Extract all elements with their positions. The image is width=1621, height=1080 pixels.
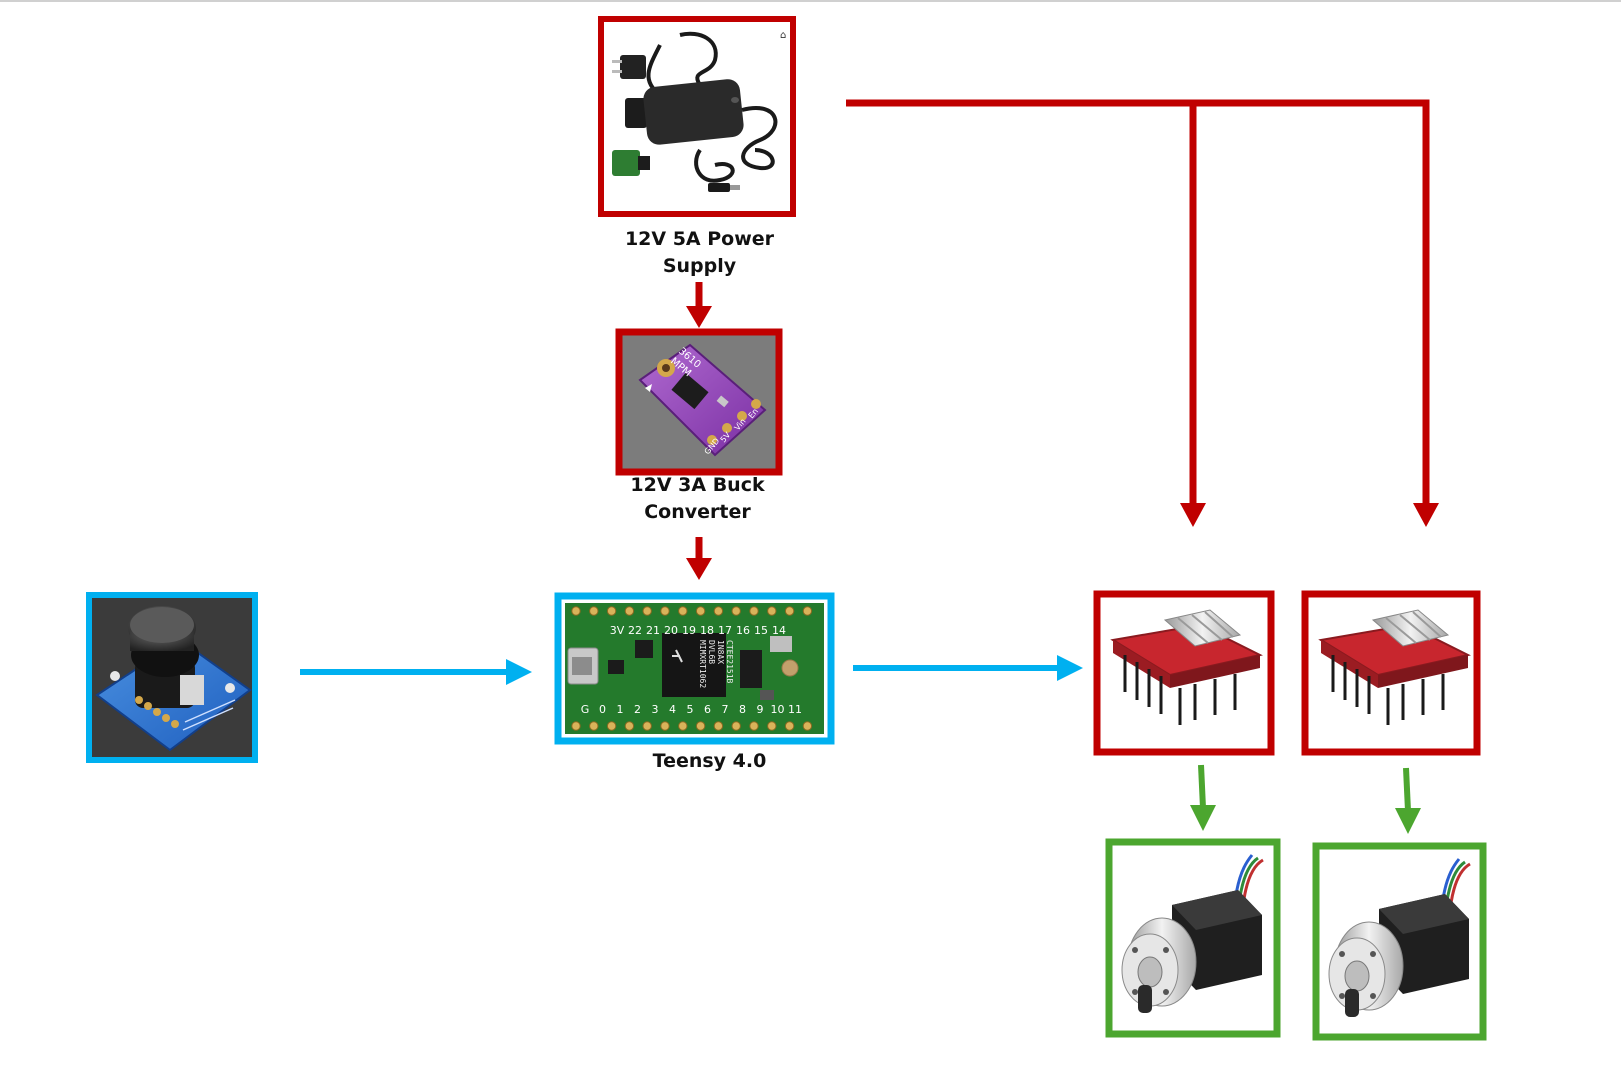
pin-row-top — [571, 606, 813, 616]
header-pin-top — [695, 606, 706, 616]
chip-marking-2: DVL6B — [707, 640, 716, 664]
header-pin-bottom — [695, 721, 706, 731]
motor-line-1 — [1198, 764, 1206, 809]
header-pin-top — [571, 606, 581, 616]
pin-label-top: 18 — [700, 624, 714, 637]
chip-marking-4: CTEE2151B — [725, 640, 734, 684]
pin-row-bottom — [571, 721, 813, 731]
chip-marking-3: 1N8AX — [716, 640, 725, 664]
header-pin-top — [589, 606, 599, 616]
header-pin-bottom — [606, 721, 617, 731]
joystick-node — [86, 592, 258, 763]
stepper-motor-image-1 — [1121, 854, 1264, 1013]
pin-label-bottom: 10 — [771, 703, 785, 716]
header-pin-bottom — [642, 721, 652, 731]
buck-converter-node: MPM 3610 GND 5V Vin En — [615, 328, 783, 476]
header-pin-bottom — [731, 721, 741, 731]
pin-label-top: 22 — [628, 624, 642, 637]
header-pin-bottom — [713, 721, 724, 731]
power-arrowhead-driver-2 — [1413, 503, 1439, 527]
pin-label-bottom: 2 — [634, 703, 641, 716]
header-pin-bottom — [784, 721, 795, 731]
header-pin-top — [802, 606, 813, 616]
pin-label-bottom: 6 — [704, 703, 711, 716]
header-pin-top — [767, 606, 777, 616]
header-pin-top — [660, 606, 670, 616]
motor-line-2 — [1403, 767, 1411, 812]
pin-label-bottom: 4 — [669, 703, 676, 716]
header-pin-bottom — [571, 721, 581, 731]
power-wiring — [695, 99, 1430, 563]
motor-driver-node-2 — [1301, 590, 1481, 756]
stepper-motor-image-2 — [1328, 858, 1471, 1017]
header-pin-top — [642, 606, 652, 616]
pin-label-top: 15 — [754, 624, 768, 637]
header-pin-top — [713, 606, 724, 616]
buck-converter-image: MPM 3610 GND 5V Vin En — [638, 343, 767, 457]
pin-label-top: 21 — [646, 624, 660, 637]
pin-label-bottom: 3 — [652, 703, 659, 716]
motor-arrowhead-2 — [1395, 808, 1421, 834]
motor-driver-image-1 — [1110, 609, 1263, 725]
chip-marking-1: MIMXRT1062 — [698, 640, 707, 688]
power-supply-image: ⌂ — [612, 30, 786, 192]
buck-converter-label: 12V 3A Buck Converter — [630, 474, 765, 523]
top-border — [0, 0, 1621, 2]
motor-wiring — [1190, 764, 1421, 834]
header-pin-top — [678, 606, 688, 616]
header-pin-top — [749, 606, 759, 616]
motor-arrowhead-1 — [1190, 805, 1216, 831]
power-arrowhead-buck — [686, 306, 712, 328]
stepper-motor-node-2 — [1312, 842, 1487, 1041]
power-supply-label: 12V 5A Power Supply — [624, 228, 775, 277]
pin-label-bottom: 1 — [617, 703, 624, 716]
pin-label-bottom: 7 — [722, 703, 729, 716]
pin-label-bottom: 11 — [788, 703, 802, 716]
header-pin-top — [606, 606, 617, 616]
stepper-motor-node-1 — [1105, 838, 1281, 1038]
power-arrowhead-teensy — [686, 558, 712, 580]
pin-label-top: 3V — [610, 624, 625, 637]
svg-text:⌂: ⌂ — [780, 30, 786, 41]
joystick-signal-arrowhead — [506, 659, 532, 685]
header-pin-bottom — [678, 721, 688, 731]
pin-label-top: 16 — [736, 624, 750, 637]
pin-label-top: 14 — [772, 624, 786, 637]
teensy-label: Teensy 4.0 — [652, 750, 767, 772]
pin-label-bottom: 5 — [687, 703, 694, 716]
header-pin-bottom — [802, 721, 813, 731]
header-pin-top — [624, 606, 635, 616]
power-arrowhead-driver-1 — [1180, 503, 1206, 527]
pin-label-top: 17 — [718, 624, 732, 637]
power-bus-line — [846, 99, 1430, 505]
pin-label-bottom: 9 — [757, 703, 764, 716]
pin-label-bottom: G — [581, 703, 590, 716]
motor-driver-image-2 — [1318, 609, 1471, 725]
signal-wiring — [300, 655, 1083, 685]
power-supply-node: ⌂ — [598, 16, 796, 217]
header-pin-top — [784, 606, 795, 616]
pin-label-bottom: 0 — [599, 703, 606, 716]
header-pin-bottom — [767, 721, 777, 731]
header-pin-bottom — [749, 721, 759, 731]
header-pin-top — [731, 606, 741, 616]
pin-label-top: 20 — [664, 624, 678, 637]
header-pin-bottom — [589, 721, 599, 731]
joystick-image — [95, 606, 252, 752]
pin-label-bottom: 8 — [739, 703, 746, 716]
header-pin-bottom — [624, 721, 635, 731]
pin-label-top: 19 — [682, 624, 696, 637]
teensy-signal-arrowhead — [1057, 655, 1083, 681]
header-pin-bottom — [660, 721, 670, 731]
motor-driver-node-1 — [1093, 590, 1275, 756]
